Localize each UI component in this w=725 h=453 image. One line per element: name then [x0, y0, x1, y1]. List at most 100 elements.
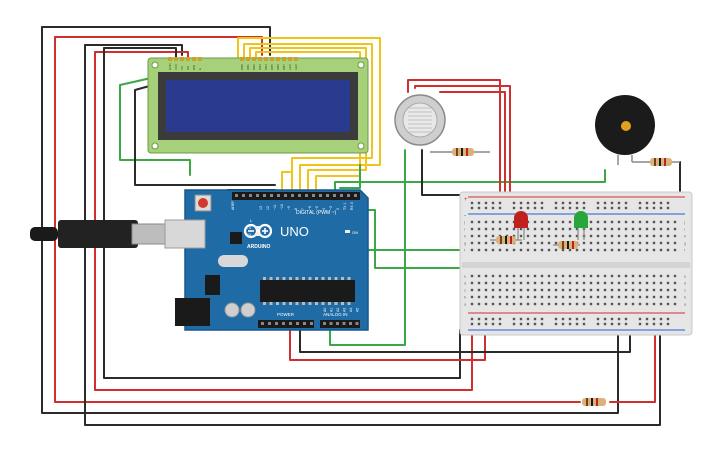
breadboard-hole	[659, 227, 663, 231]
breadboard-hole	[568, 322, 572, 326]
breadboard-hole	[491, 295, 495, 299]
breadboard-hole	[470, 220, 474, 224]
lcd-pin-label: LED	[294, 63, 298, 70]
arduino-header-pins	[235, 194, 359, 325]
breadboard-hole	[484, 295, 488, 299]
chip-leg	[295, 302, 299, 305]
breadboard-hole	[575, 227, 579, 231]
breadboard-hole	[610, 248, 614, 252]
digital-pin-label: ~10	[280, 204, 284, 210]
breadboard-hole	[603, 322, 607, 326]
wire-black-sensor	[421, 149, 486, 196]
wire-red-inner-left-2	[94, 51, 189, 59]
breadboard-hole	[519, 322, 523, 326]
header-pin	[284, 194, 287, 197]
breadboard-hole	[498, 281, 502, 285]
breadboard-row-letter: h	[464, 234, 466, 239]
breadboard-hole	[568, 302, 572, 306]
breadboard-hole	[596, 201, 600, 205]
breadboard-holes	[470, 201, 677, 326]
breadboard-hole	[491, 201, 495, 205]
breadboard-hole	[519, 241, 523, 245]
breadboard-row-letter: d	[684, 281, 686, 286]
breadboard-row-letter: g	[464, 241, 466, 246]
breadboard-hole	[491, 220, 495, 224]
breadboard-hole	[589, 220, 593, 224]
breadboard-row-letter: a	[464, 302, 467, 307]
digital-pin-label: ~11	[273, 204, 277, 210]
breadboard-row-letter: j	[683, 220, 685, 225]
breadboard-hole	[491, 302, 495, 306]
breadboard-hole	[666, 248, 670, 252]
header-pin	[319, 194, 322, 197]
breadboard-hole	[666, 241, 670, 245]
breadboard-hole	[519, 281, 523, 285]
breadboard-hole	[652, 302, 656, 306]
breadboard-center-channel	[462, 262, 690, 268]
digital-pin-label: ~6	[308, 206, 312, 210]
lcd-pin-label: DB2	[252, 64, 256, 70]
breadboard-hole	[547, 281, 551, 285]
breadboard-hole	[582, 274, 586, 278]
breadboard-hole	[575, 274, 579, 278]
breadboard-hole	[477, 241, 481, 245]
breadboard-hole	[554, 206, 558, 210]
breadboard-hole	[547, 302, 551, 306]
breadboard-hole	[554, 201, 558, 205]
breadboard-hole	[645, 295, 649, 299]
lcd-pin	[258, 57, 262, 61]
breadboard-hole	[540, 302, 544, 306]
breadboard-hole	[582, 317, 586, 321]
usb-cable	[30, 220, 169, 248]
breadboard-hole	[519, 288, 523, 292]
lcd-pin-label: DB7	[282, 64, 286, 70]
header-pin	[263, 194, 266, 197]
digital-pin-label: ~9	[287, 206, 291, 210]
breadboard-hole	[624, 322, 628, 326]
breadboard-hole	[624, 295, 628, 299]
breadboard-hole	[652, 201, 656, 205]
wire-green-lcd-pot	[339, 164, 361, 189]
arduino-usb-port	[164, 219, 206, 249]
breadboard-hole	[666, 322, 670, 326]
lcd-pin	[252, 57, 256, 61]
breadboard-row-letter: e	[684, 274, 687, 279]
lcd-pin-label: LED	[288, 63, 292, 70]
resistor-led-red	[490, 236, 522, 244]
breadboard-hole	[512, 201, 516, 205]
arduino-analog-header	[320, 320, 360, 328]
chip-leg	[302, 302, 305, 305]
breadboard-hole	[617, 227, 621, 231]
led-red	[514, 211, 528, 240]
lcd-pin	[294, 57, 298, 61]
breadboard-hole	[561, 220, 565, 224]
breadboard-hole	[568, 248, 572, 252]
breadboard-hole	[596, 302, 600, 306]
header-pin	[270, 194, 273, 197]
breadboard-hole	[673, 241, 677, 245]
breadboard-hole	[568, 274, 572, 278]
arduino-microcontroller	[260, 280, 355, 302]
breadboard-hole	[540, 241, 544, 245]
breadboard-hole	[610, 302, 614, 306]
breadboard-hole	[561, 234, 565, 238]
breadboard-hole	[645, 241, 649, 245]
breadboard-hole	[526, 201, 530, 205]
breadboard-row-letter: i	[464, 227, 465, 232]
lcd-pin-label: DB3	[258, 64, 262, 70]
breadboard-hole	[582, 295, 586, 299]
breadboard-hole	[554, 241, 558, 245]
breadboard-hole	[477, 288, 481, 292]
breadboard-hole	[659, 234, 663, 238]
breadboard-hole	[526, 322, 530, 326]
breadboard-hole	[491, 241, 495, 245]
breadboard-hole	[617, 220, 621, 224]
breadboard-hole	[498, 322, 502, 326]
breadboard-hole	[470, 317, 474, 321]
arduino-reset-button-cap[interactable]	[198, 198, 208, 208]
breadboard-hole	[498, 317, 502, 321]
breadboard-hole	[568, 206, 572, 210]
